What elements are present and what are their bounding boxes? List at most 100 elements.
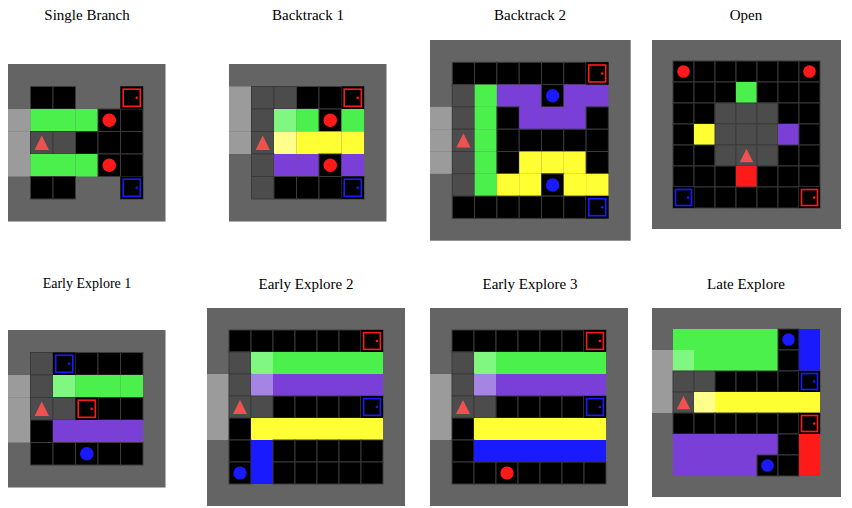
door-cell bbox=[76, 398, 99, 421]
grid-cell bbox=[98, 109, 121, 132]
door-cell bbox=[586, 62, 608, 84]
door-handle bbox=[135, 96, 138, 99]
grid-cell bbox=[715, 455, 736, 476]
grid-cell bbox=[778, 124, 799, 145]
grid-cell bbox=[799, 103, 820, 124]
grid-cell bbox=[586, 107, 608, 129]
grid-cell bbox=[339, 352, 361, 374]
grid-cell bbox=[8, 154, 31, 177]
grid-cell bbox=[452, 418, 474, 440]
grid-cell bbox=[757, 371, 778, 392]
grid-cell bbox=[496, 352, 518, 374]
grid-cell bbox=[736, 187, 757, 208]
grid-cell bbox=[799, 329, 820, 350]
panel-title: Backtrack 1 bbox=[272, 6, 344, 24]
grid-cell bbox=[694, 413, 715, 434]
grid-cell bbox=[652, 371, 673, 392]
gridworld-panel bbox=[229, 64, 387, 222]
grid-cell bbox=[273, 418, 295, 440]
grid-cell bbox=[564, 85, 586, 107]
grid-cell bbox=[673, 82, 694, 103]
grid-cell bbox=[564, 151, 586, 173]
grid-cell bbox=[497, 151, 519, 173]
grid-cell bbox=[121, 87, 144, 110]
grid-cell bbox=[317, 374, 339, 396]
grid-cell bbox=[562, 352, 584, 374]
grid-cell bbox=[474, 462, 496, 484]
grid-cell bbox=[715, 187, 736, 208]
grid-cell bbox=[452, 107, 474, 129]
grid-cell bbox=[295, 396, 317, 418]
grid-cell bbox=[342, 87, 365, 110]
door-handle bbox=[813, 196, 816, 199]
grid-cell bbox=[694, 82, 715, 103]
grid-cell bbox=[757, 392, 778, 413]
grid-cell bbox=[694, 145, 715, 166]
grid-cell bbox=[778, 455, 799, 476]
grid-cell bbox=[53, 109, 76, 132]
door-frame bbox=[587, 399, 604, 416]
grid-cell bbox=[251, 462, 273, 484]
grid-cell bbox=[8, 109, 31, 132]
wall-ground bbox=[229, 64, 387, 222]
grid-cell bbox=[519, 151, 541, 173]
door-frame bbox=[123, 89, 140, 106]
door-frame bbox=[589, 65, 606, 82]
grid-cell bbox=[715, 124, 736, 145]
grid-cell bbox=[799, 187, 820, 208]
grid-cell bbox=[31, 443, 54, 466]
grid-cell bbox=[715, 350, 736, 371]
grid-cell bbox=[319, 177, 342, 200]
grid-cell bbox=[319, 132, 342, 155]
door-frame bbox=[802, 190, 818, 206]
agent-triangle bbox=[456, 133, 470, 147]
grid-cell bbox=[474, 330, 496, 352]
grid-cell bbox=[540, 462, 562, 484]
grid-cell bbox=[799, 124, 820, 145]
grid-cell bbox=[475, 85, 497, 107]
door-frame bbox=[123, 179, 140, 196]
grid-cell bbox=[274, 87, 297, 110]
grid-cell bbox=[475, 151, 497, 173]
grid-cell bbox=[736, 166, 757, 187]
grid-cell bbox=[519, 62, 541, 84]
grid-cell bbox=[207, 418, 229, 440]
grid-cell bbox=[98, 154, 121, 177]
grid-cell bbox=[361, 396, 383, 418]
grid-cell bbox=[252, 154, 275, 177]
grid-cell bbox=[229, 132, 252, 155]
agent-triangle bbox=[233, 400, 247, 414]
gridworld-panel bbox=[652, 308, 841, 497]
grid-cell bbox=[586, 129, 608, 151]
grid-cell bbox=[778, 166, 799, 187]
grid-cell bbox=[8, 398, 31, 421]
grid-cell bbox=[673, 145, 694, 166]
grid-cell bbox=[757, 124, 778, 145]
grid-cell bbox=[76, 109, 99, 132]
grid-cell bbox=[540, 440, 562, 462]
grid-cell bbox=[673, 187, 694, 208]
grid-cell bbox=[715, 413, 736, 434]
grid-cell bbox=[584, 418, 606, 440]
grid-cell bbox=[518, 418, 540, 440]
wall-ground bbox=[652, 40, 841, 229]
door-frame bbox=[802, 416, 818, 432]
grid-cell bbox=[319, 154, 342, 177]
grid-cell bbox=[564, 129, 586, 151]
grid-cell bbox=[799, 413, 820, 434]
grid-cell bbox=[757, 329, 778, 350]
grid-cell bbox=[361, 330, 383, 352]
grid-cell bbox=[452, 440, 474, 462]
door-cell bbox=[361, 396, 383, 418]
grid-cell bbox=[8, 375, 31, 398]
grid-cell bbox=[76, 375, 99, 398]
grid-cell bbox=[586, 151, 608, 173]
grid-cell bbox=[736, 392, 757, 413]
grid-cell bbox=[295, 352, 317, 374]
grid-cell bbox=[736, 413, 757, 434]
panel-title: Early Explore 1 bbox=[43, 275, 132, 293]
grid-cell bbox=[497, 196, 519, 218]
grid-cell bbox=[252, 87, 275, 110]
grid-cell bbox=[736, 103, 757, 124]
door-frame bbox=[802, 374, 818, 390]
